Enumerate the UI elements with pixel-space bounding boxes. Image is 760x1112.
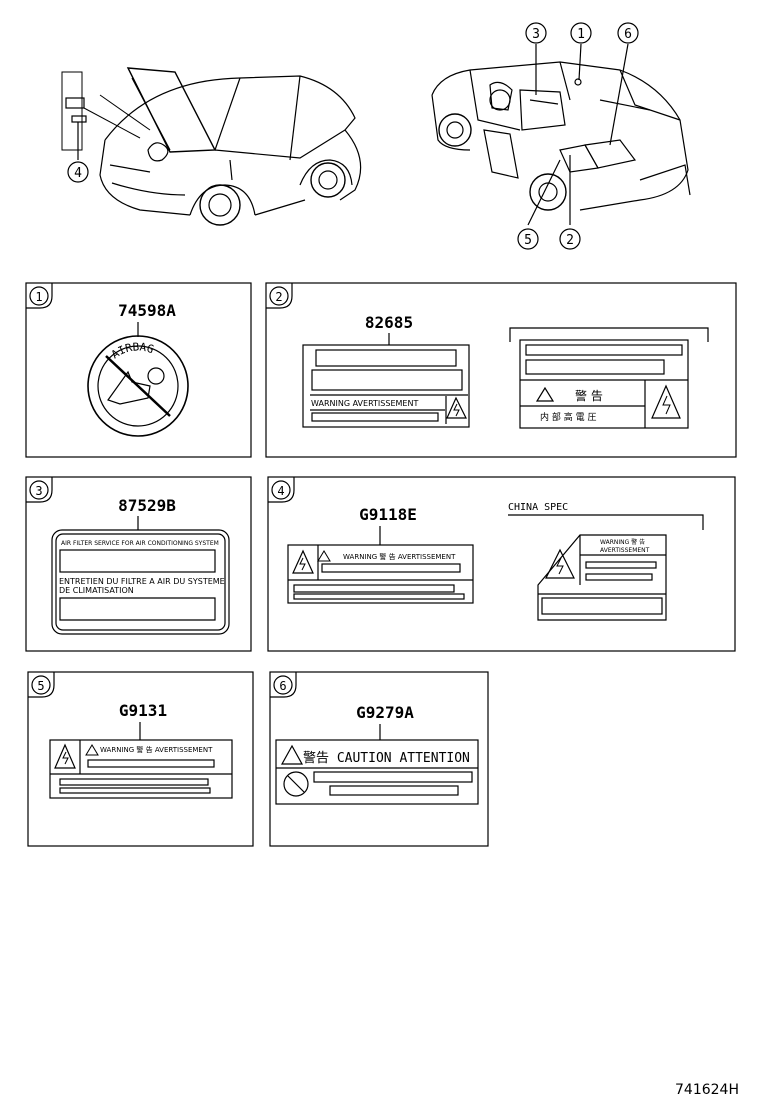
svg-text:5: 5 bbox=[37, 679, 44, 693]
svg-text:3: 3 bbox=[35, 484, 42, 498]
part-number-74598A: 74598A bbox=[118, 301, 176, 320]
diagram-id: 741624H bbox=[675, 1082, 739, 1098]
airbag-seal: AIRBAG bbox=[87, 335, 189, 437]
svg-text:警告 CAUTION ATTENTION: 警告 CAUTION ATTENTION bbox=[303, 750, 470, 766]
svg-text:2: 2 bbox=[566, 233, 574, 248]
svg-text:ENTRETIEN DU FILTRE A AIR DU S: ENTRETIEN DU FILTRE A AIR DU SYSTEME bbox=[59, 577, 225, 586]
svg-text:CHINA SPEC: CHINA SPEC bbox=[508, 502, 568, 513]
panel-3: 3 87529B AIR FILTER SERVICE FOR AIR COND… bbox=[25, 476, 252, 652]
part-number-82685: 82685 bbox=[365, 313, 413, 332]
panel-4: 4 G9118E WARNING 警 告 AVERTISSEMENT CHINA… bbox=[267, 476, 736, 652]
part-number-G9118E: G9118E bbox=[359, 505, 417, 524]
svg-text:WARNING 警 告 AVERTISSEMENT: WARNING 警 告 AVERTISSEMENT bbox=[100, 745, 213, 754]
svg-text:警 告: 警 告 bbox=[575, 388, 603, 403]
panel-2: 2 82685 WARNING AVERTISSEMENT 警 告 内 部 高 … bbox=[265, 282, 737, 458]
svg-text:6: 6 bbox=[279, 679, 286, 693]
part-number-G9131: G9131 bbox=[119, 701, 167, 720]
callout-5-top: 5 bbox=[517, 228, 539, 250]
panel-5: 5 G9131 WARNING 警 告 AVERTISSEMENT bbox=[27, 671, 254, 847]
svg-text:3: 3 bbox=[532, 27, 540, 42]
panel-6: 6 G9279A 警告 CAUTION ATTENTION bbox=[269, 671, 489, 847]
car-rear-illustration bbox=[431, 43, 691, 226]
panel-1: 1 74598A AIRBAG bbox=[25, 282, 252, 458]
svg-text:AIR FILTER SERVICE FOR AIR CON: AIR FILTER SERVICE FOR AIR CONDITIONING … bbox=[61, 540, 219, 547]
svg-text:4: 4 bbox=[74, 166, 82, 181]
part-number-87529B: 87529B bbox=[118, 496, 176, 515]
svg-text:AIRBAG: AIRBAG bbox=[109, 340, 155, 361]
svg-text:5: 5 bbox=[524, 233, 532, 248]
svg-text:内 部 高 電 圧: 内 部 高 電 圧 bbox=[540, 411, 596, 423]
part-number-G9279A: G9279A bbox=[356, 703, 414, 722]
callout-6-top: 6 bbox=[617, 22, 639, 44]
svg-text:1: 1 bbox=[35, 290, 42, 304]
callout-4-top: 4 bbox=[67, 161, 89, 183]
svg-text:DE CLIMATISATION: DE CLIMATISATION bbox=[59, 586, 134, 595]
svg-text:WARNING 警 告 AVERTISSEMENT: WARNING 警 告 AVERTISSEMENT bbox=[343, 552, 456, 561]
svg-text:WARNING 警 告: WARNING 警 告 bbox=[600, 538, 645, 546]
callout-3-top: 3 bbox=[525, 22, 547, 44]
callout-2-top: 2 bbox=[559, 228, 581, 250]
svg-text:4: 4 bbox=[277, 484, 284, 498]
svg-text:6: 6 bbox=[624, 27, 632, 42]
svg-text:2: 2 bbox=[275, 290, 282, 304]
svg-text:1: 1 bbox=[577, 27, 585, 42]
car-front-illustration bbox=[61, 67, 362, 226]
svg-text:AVERTISSEMENT: AVERTISSEMENT bbox=[600, 547, 650, 554]
callout-1-top: 1 bbox=[570, 22, 592, 44]
svg-text:WARNING AVERTISSEMENT: WARNING AVERTISSEMENT bbox=[311, 399, 418, 408]
